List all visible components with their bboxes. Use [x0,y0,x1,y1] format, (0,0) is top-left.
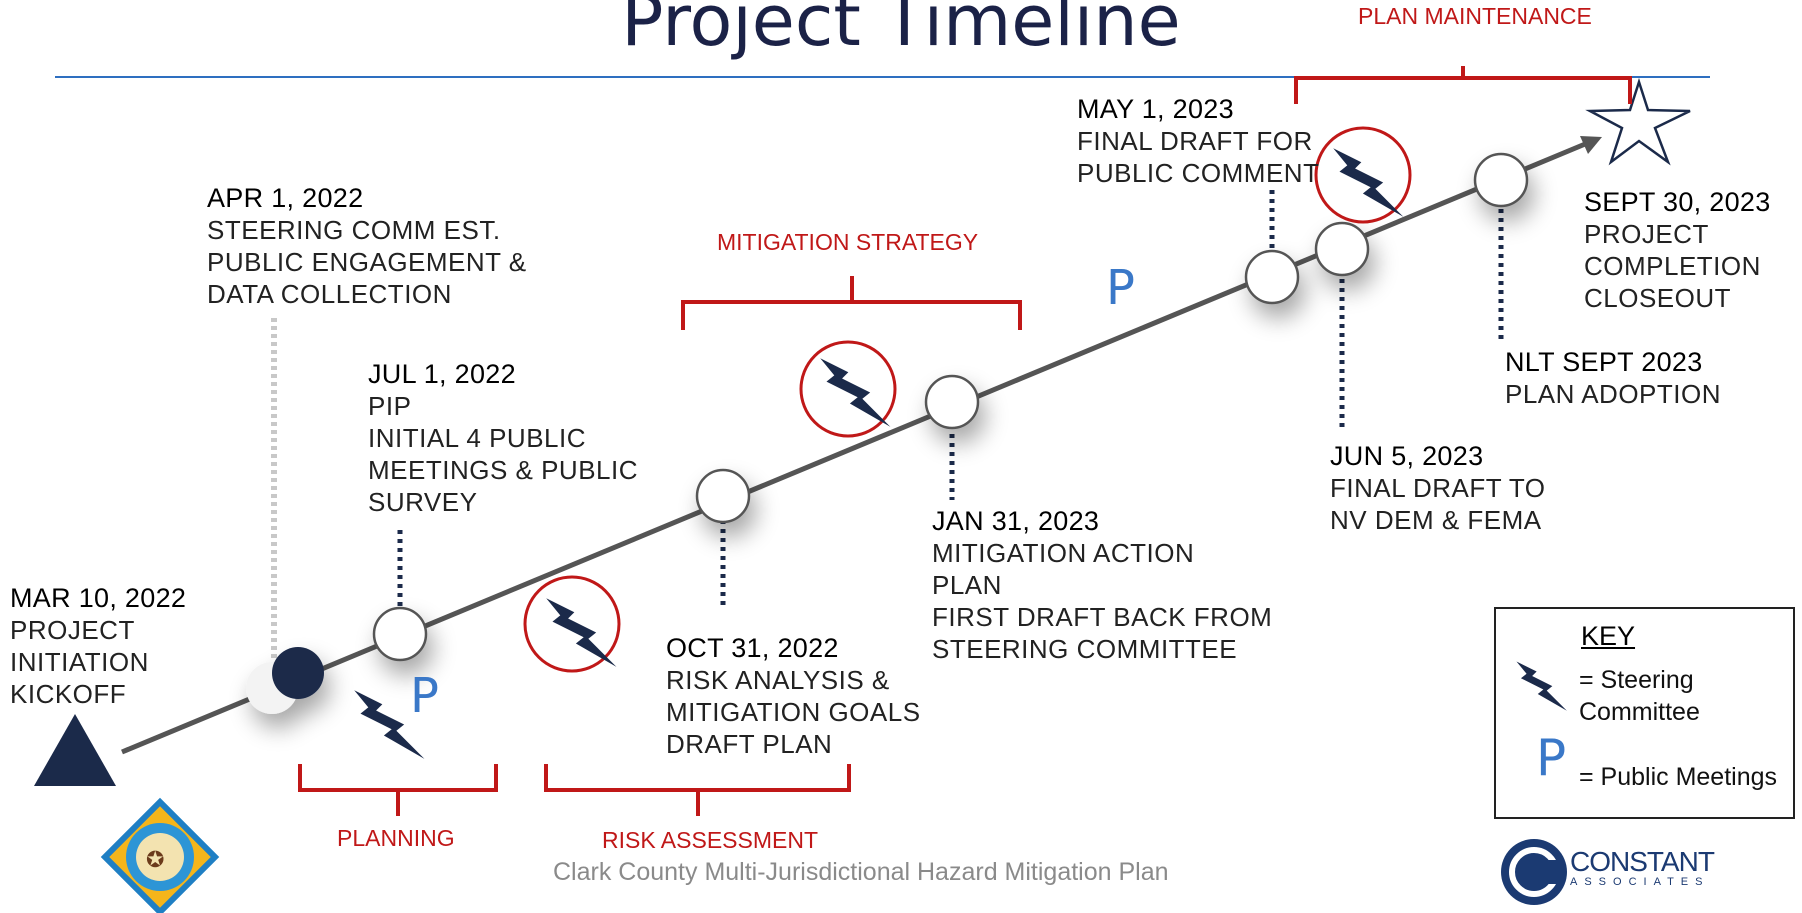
constant-logo-text: CONSTANT ASSOCIATES [1570,846,1715,889]
phase-label-plan-maintenance: PLAN MAINTENANCE [1358,3,1592,29]
milestone-mar-2022: MAR 10, 2022 PROJECT INITIATION KICKOFF [10,582,186,710]
milestone-may-2023: MAY 1, 2023 FINAL DRAFT FOR PUBLIC COMME… [1077,93,1319,189]
milestone-jan-2023: JAN 31, 2023 MITIGATION ACTION PLAN FIRS… [932,505,1272,665]
bracket-planning [298,764,498,816]
legend-steering-line: = Steering [1579,666,1694,694]
milestone-jul-2022: JUL 1, 2022 PIP INITIAL 4 PUBLIC MEETING… [368,358,638,518]
star-end-icon [1585,77,1691,166]
milestone-date: MAR 10, 2022 [10,583,187,613]
milestone-date: OCT 31, 2022 [666,633,839,663]
milestone-text: RISK ANALYSIS & [666,665,890,695]
milestone-text: DRAFT PLAN [666,729,833,759]
timeline-arrowhead [1580,136,1602,154]
legend-public-label: = Public Meetings [1579,763,1778,791]
milestone-text: FINAL DRAFT FOR [1077,126,1313,156]
svg-text:✪: ✪ [146,848,164,873]
milestone-date: SEPT 30, 2023 [1584,187,1771,217]
legend-title: KEY [1581,621,1636,651]
milestone-dot-apr [272,647,324,699]
legend-steering-label: = Steering Committee [1579,664,1700,728]
milestone-apr-2022: APR 1, 2022 STEERING COMM EST. PUBLIC EN… [207,182,527,310]
milestone-text: MEETINGS & PUBLIC [368,455,638,485]
milestone-dot-jun [1314,221,1370,277]
milestone-text: SURVEY [368,487,478,517]
milestone-nlt-sept-2023: NLT SEPT 2023 PLAN ADOPTION [1505,346,1721,410]
milestone-text: MITIGATION ACTION [932,538,1195,568]
milestone-dot-jul [372,606,428,662]
clark-county-logo: ✪ [100,797,220,913]
milestone-date: MAY 1, 2023 [1077,94,1234,124]
milestone-jun-2023: JUN 5, 2023 FINAL DRAFT TO NV DEM & FEMA [1330,440,1546,536]
milestone-text: STEERING COMMITTEE [932,634,1238,664]
milestone-dot-may [1244,249,1300,305]
constant-logo-mark [1501,839,1567,905]
milestone-text: PLAN ADOPTION [1505,379,1721,409]
phase-label-risk-assessment: RISK ASSESSMENT [602,827,819,853]
milestone-text: PUBLIC ENGAGEMENT & [207,247,527,277]
milestone-date: JUN 5, 2023 [1330,441,1484,471]
milestone-text: PUBLIC COMMENT [1077,158,1320,188]
bracket-mitigation-strategy [681,276,1022,330]
constant-sub: ASSOCIATES [1570,876,1710,888]
public-meeting-p-icon: P [410,668,439,724]
milestone-text: CLOSEOUT [1584,283,1732,313]
constant-name: CONSTANT [1570,846,1715,877]
lightning-bolt-icon [1516,661,1567,711]
milestone-text: NV DEM & FEMA [1330,505,1542,535]
milestone-text: FIRST DRAFT BACK FROM [932,602,1273,632]
page-title: Project Timeline [621,0,1181,62]
milestone-text: PLAN [932,570,1002,600]
bracket-risk-assessment [544,764,851,816]
milestone-text: PROJECT [10,615,135,645]
milestone-dot-nlt [1473,152,1529,208]
milestone-text: PIP [368,391,412,421]
milestone-text: FINAL DRAFT TO [1330,473,1546,503]
footer-text: Clark County Multi-Jurisdictional Hazard… [553,858,1169,886]
milestone-text: KICKOFF [10,679,127,709]
bracket-plan-maintenance [1294,66,1632,104]
legend-key: KEY = Steering Committee P = Public Meet… [1494,607,1795,819]
milestone-text: STEERING COMM EST. [207,215,501,245]
milestone-date: NLT SEPT 2023 [1505,347,1703,377]
milestone-text: INITIAL 4 PUBLIC [368,423,586,453]
phase-label-planning: PLANNING [337,825,455,851]
milestone-text: PROJECT [1584,219,1709,249]
milestone-date: JUL 1, 2022 [368,359,516,389]
milestone-date: JAN 31, 2023 [932,506,1100,536]
milestone-dot-jan [924,374,980,430]
phase-label-mitigation-strategy: MITIGATION STRATEGY [717,229,979,255]
milestone-text: INITIATION [10,647,149,677]
milestone-text: MITIGATION GOALS [666,697,921,727]
milestone-dot-oct [695,468,751,524]
milestone-sept-30-2023: SEPT 30, 2023 PROJECT COMPLETION CLOSEOU… [1584,186,1771,314]
triangle-start-icon [34,714,116,786]
legend-steering-line: Committee [1579,698,1700,726]
milestone-text: COMPLETION [1584,251,1761,281]
milestone-date: APR 1, 2022 [207,183,364,213]
public-meeting-p-icon: P [1536,729,1567,787]
public-meeting-p-icon: P [1106,260,1135,316]
milestone-text: DATA COLLECTION [207,279,452,309]
milestone-oct-2022: OCT 31, 2022 RISK ANALYSIS & MITIGATION … [666,632,921,760]
